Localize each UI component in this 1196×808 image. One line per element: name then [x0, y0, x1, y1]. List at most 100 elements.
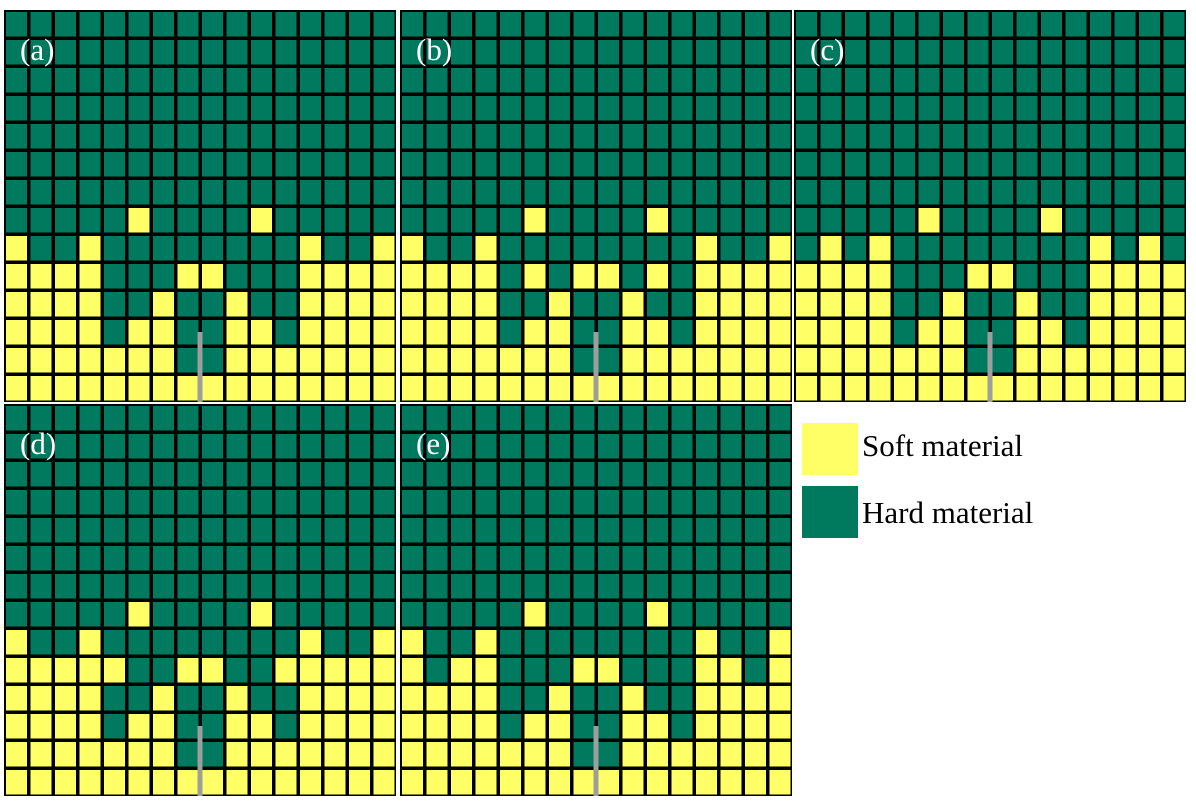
hard-cell — [671, 292, 693, 317]
soft-cell — [1139, 376, 1160, 401]
hard-cell — [745, 462, 766, 487]
soft-cell — [202, 770, 223, 795]
hard-cell — [202, 124, 223, 149]
hard-cell — [30, 574, 52, 599]
hard-cell — [622, 208, 644, 233]
soft-cell — [745, 686, 766, 711]
hard-cell — [177, 68, 199, 93]
soft-cell — [622, 292, 644, 317]
hard-cell — [373, 96, 395, 121]
soft-cell — [6, 264, 27, 289]
hard-cell — [1016, 40, 1038, 65]
hard-cell — [251, 490, 272, 515]
hard-cell — [104, 124, 125, 149]
hard-cell — [79, 546, 101, 571]
soft-cell — [769, 630, 791, 655]
hard-cell — [549, 490, 570, 515]
hard-cell — [696, 180, 717, 205]
soft-cell — [647, 376, 668, 401]
hard-cell — [549, 68, 570, 93]
hard-cell — [55, 406, 76, 431]
hard-cell — [549, 152, 570, 177]
soft-cell — [324, 348, 346, 373]
hard-cell — [6, 490, 27, 515]
soft-cell — [796, 348, 817, 373]
soft-cell — [475, 348, 497, 373]
hard-cell — [177, 490, 199, 515]
hard-cell — [275, 180, 297, 205]
hard-cell — [6, 518, 27, 543]
hard-cell — [524, 658, 546, 683]
hard-cell — [745, 434, 766, 459]
hard-cell — [500, 714, 521, 739]
hard-cell — [30, 462, 52, 487]
hard-cell — [769, 152, 791, 177]
soft-cell — [943, 292, 964, 317]
soft-cell — [573, 658, 595, 683]
hard-cell — [426, 152, 448, 177]
hard-cell — [1041, 124, 1062, 149]
hard-cell — [202, 490, 223, 515]
hard-cell — [992, 152, 1013, 177]
hard-cell — [251, 658, 272, 683]
hard-cell — [402, 490, 423, 515]
cell-grid — [796, 12, 1185, 402]
hard-cell — [30, 602, 52, 627]
hard-cell — [475, 124, 497, 149]
hard-cell — [275, 518, 297, 543]
hard-cell — [251, 630, 272, 655]
hard-cell — [696, 574, 717, 599]
hard-cell — [647, 236, 668, 261]
hard-cell — [202, 518, 223, 543]
hard-cell — [324, 68, 346, 93]
soft-cell — [696, 348, 717, 373]
hard-cell — [324, 434, 346, 459]
hard-cell — [820, 208, 842, 233]
hard-cell — [1163, 236, 1185, 261]
hard-cell — [918, 236, 940, 261]
hard-cell — [153, 462, 174, 487]
hard-cell — [451, 40, 472, 65]
hard-cell — [177, 40, 199, 65]
hard-cell — [275, 152, 297, 177]
hard-cell — [1139, 68, 1160, 93]
hard-cell — [549, 434, 570, 459]
hard-cell — [55, 68, 76, 93]
hard-cell — [177, 434, 199, 459]
hard-cell — [177, 124, 199, 149]
soft-cell — [720, 348, 742, 373]
hard-cell — [451, 68, 472, 93]
hard-cell — [153, 490, 174, 515]
panel-b: (b) — [400, 10, 792, 402]
soft-cell — [622, 320, 644, 345]
hard-cell — [943, 236, 964, 261]
hard-cell — [845, 180, 866, 205]
hard-cell — [894, 180, 915, 205]
hard-cell — [1139, 152, 1160, 177]
hard-cell — [573, 12, 595, 37]
soft-cell — [720, 742, 742, 767]
hard-cell — [1065, 152, 1087, 177]
hard-cell — [55, 124, 76, 149]
hard-cell — [104, 292, 125, 317]
hard-cell — [402, 68, 423, 93]
soft-cell — [349, 320, 370, 345]
panel-label: (b) — [416, 32, 453, 67]
soft-cell — [696, 686, 717, 711]
hard-cell — [500, 434, 521, 459]
soft-cell — [918, 320, 940, 345]
panel-label: (e) — [416, 426, 451, 461]
hard-cell — [671, 574, 693, 599]
hard-cell — [402, 602, 423, 627]
hard-cell — [79, 12, 101, 37]
hard-cell — [79, 180, 101, 205]
hard-cell — [1114, 152, 1136, 177]
hard-cell — [128, 292, 150, 317]
soft-cell — [79, 376, 101, 401]
soft-cell — [769, 236, 791, 261]
soft-cell — [402, 658, 423, 683]
soft-cell — [1163, 292, 1185, 317]
soft-cell — [769, 292, 791, 317]
soft-cell — [1016, 376, 1038, 401]
hard-cell — [549, 518, 570, 543]
